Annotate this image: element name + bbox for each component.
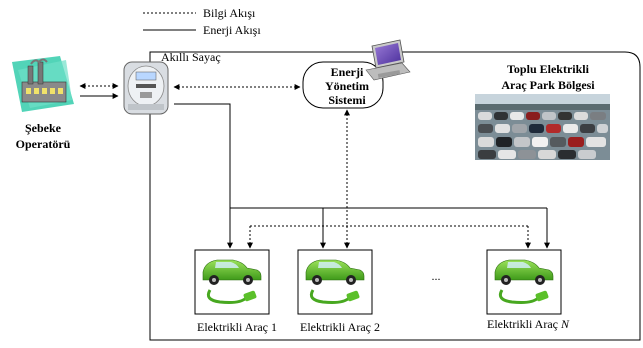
electric-car-icon xyxy=(494,259,554,304)
computer-icon xyxy=(365,39,411,81)
info-distribution xyxy=(247,109,531,249)
grid-operator-label-2: Operatörü xyxy=(16,137,71,151)
parking-title-1: Toplu Elektrikli xyxy=(507,62,590,76)
ev-label-2: Elektrikli Araç 2 xyxy=(300,320,380,334)
ev-label-1: Elektrikli Araç 1 xyxy=(197,320,277,334)
energy-distribution xyxy=(174,103,550,249)
electric-car-icon xyxy=(202,259,262,304)
ems-label-1: Enerji xyxy=(331,65,364,79)
ev-label-n: Elektrikli Araç N xyxy=(487,317,570,331)
electric-car-icon xyxy=(305,259,365,304)
factory-icon xyxy=(12,56,74,112)
ems-label-3: Sistemi xyxy=(328,93,366,107)
parking-title-2: Araç Park Bölgesi xyxy=(501,78,595,92)
ellipsis: ... xyxy=(432,269,441,283)
legend-info-label: Bilgi Akışı xyxy=(203,6,256,20)
parking-lot-photo xyxy=(475,94,610,160)
ev-box-1: Elektrikli Araç 1 xyxy=(194,249,277,334)
smart-meter-label: Akıllı Sayaç xyxy=(161,50,221,64)
ems-node: Enerji Yönetim Sistemi xyxy=(302,61,384,109)
legend: Bilgi Akışı Enerji Akışı xyxy=(143,6,261,37)
ev-label-n-suffix: N xyxy=(560,317,570,331)
smart-meter-icon xyxy=(123,61,169,115)
parking-container xyxy=(149,51,641,341)
ev-label-n-prefix: Elektrikli Araç xyxy=(487,317,561,331)
ev-box-2: Elektrikli Araç 2 xyxy=(297,249,380,334)
legend-energy-label: Enerji Akışı xyxy=(203,23,261,37)
ems-label-2: Yönetim xyxy=(325,79,369,93)
ev-box-n: Elektrikli Araç N xyxy=(486,249,570,331)
grid-operator-label-1: Şebeke xyxy=(25,121,62,135)
